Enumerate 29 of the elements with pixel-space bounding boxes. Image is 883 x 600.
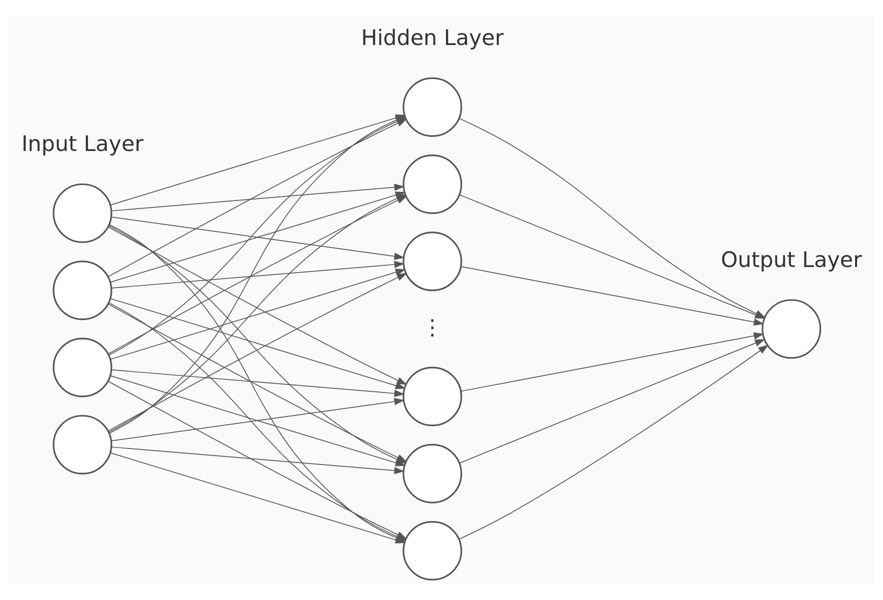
arrow: [111, 260, 405, 288]
arrow: [459, 339, 766, 464]
arrow: [108, 272, 408, 432]
label: Input Layer: [21, 132, 144, 158]
arrow: [458, 344, 769, 540]
arrow: [460, 266, 764, 326]
node-circle: [402, 77, 462, 137]
label: Output Layer: [720, 248, 862, 273]
arrow: [111, 398, 405, 442]
node-circle: [52, 338, 112, 398]
arrow: [111, 446, 405, 474]
arrow: [111, 216, 405, 260]
arrow: [110, 298, 406, 390]
arrow: [110, 268, 406, 360]
label: ⋮: [422, 315, 444, 340]
node-circle: [52, 414, 112, 474]
node-circle: [762, 299, 822, 359]
node-circle: [402, 366, 462, 426]
arrow: [108, 226, 408, 385]
arrow: [111, 369, 405, 397]
node-circle: [402, 154, 462, 214]
node-circle: [402, 232, 462, 292]
arrow: [460, 332, 764, 392]
label: Hidden Layer: [361, 26, 504, 51]
node-circle: [52, 260, 112, 320]
arrow: [108, 304, 408, 462]
node-circle: [52, 183, 112, 243]
node-circle: [402, 521, 462, 581]
node-circle: [402, 444, 462, 504]
